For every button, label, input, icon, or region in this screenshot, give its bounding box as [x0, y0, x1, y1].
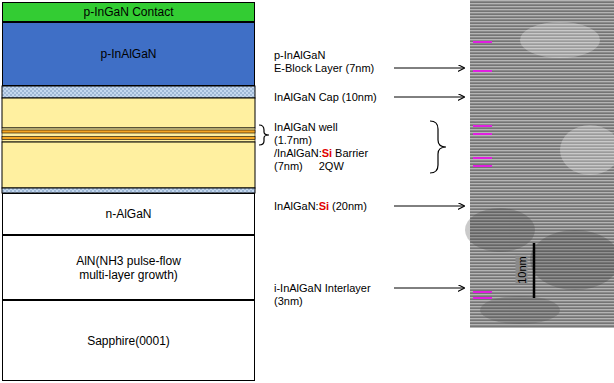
label-line: 10nm [516, 256, 529, 284]
pointer-arrow [394, 288, 464, 289]
layer-label: Barrier [335, 147, 368, 159]
layer-name: p-InAlGaN [100, 47, 156, 61]
layer-box: p-InAlGaN [2, 22, 255, 86]
label-line: E-Block Layer (7nm) [274, 62, 374, 75]
layer-label: 10nm [516, 256, 528, 284]
layer-box: n-AlGaN [2, 193, 255, 235]
brace [430, 121, 446, 173]
well-region [2, 128, 255, 142]
brace [259, 125, 269, 145]
layer-label: i-InAlGaN Interlayer [274, 282, 371, 294]
layer-label: /InAlGaN: [274, 147, 322, 159]
layer-label: InAlGaN: [274, 200, 319, 212]
label-line: InAlGaN:Si(20nm) [274, 200, 367, 213]
layer-label: (1.7nm) [274, 134, 312, 146]
layer-label: InAlGaN Cap (10nm) [274, 91, 377, 103]
label-line: (1.7nm) [274, 134, 312, 147]
interface-mark [473, 42, 492, 298]
pointer-arrow [394, 206, 464, 207]
layer-label: (20nm) [332, 200, 367, 212]
label-line: p-InAlGaN [274, 49, 325, 62]
layer-name: Sapphire(0001) [87, 334, 170, 348]
label-line: InAlGaN Cap (10nm) [274, 91, 377, 104]
layer-label: (7nm) [274, 160, 303, 172]
pointer-arrow [394, 68, 464, 69]
tem-contrast [465, 22, 614, 324]
dopant-label: Si [322, 147, 332, 159]
pointer-arrow [394, 97, 464, 98]
doped-layer [2, 142, 255, 188]
layer-box: AlN(NH3 pulse-flow multi-layer growth) [2, 235, 255, 300]
quantum-well [2, 130, 255, 133]
quantum-well [2, 137, 255, 140]
layer-label: p-InAlGaN [274, 49, 325, 61]
label-line: (3nm) [274, 295, 303, 308]
layer-box: p-InGaN Contact [2, 2, 255, 22]
dopant-label: Si [319, 200, 329, 212]
label-line: (7nm) 2QW [274, 160, 344, 173]
layer-label: E-Block Layer (7nm) [274, 62, 374, 74]
layer-name: p-InGaN Contact [83, 5, 173, 19]
cap-layer [2, 98, 255, 128]
eblock-layer [2, 86, 255, 98]
label-line: InAlGaN well [274, 121, 338, 134]
layer-name: AlN(NH3 pulse-flow multi-layer growth) [66, 254, 191, 282]
layer-name: n-AlGaN [105, 207, 151, 221]
layer-box: Sapphire(0001) [2, 300, 255, 381]
scale-bar [533, 243, 536, 298]
layer-label: InAlGaN well [274, 121, 338, 133]
label-line: /InAlGaN:SiBarrier [274, 147, 368, 160]
layer-label: (3nm) [274, 295, 303, 307]
layer-label: 2QW [319, 160, 344, 172]
label-line: i-InAlGaN Interlayer [274, 282, 371, 295]
